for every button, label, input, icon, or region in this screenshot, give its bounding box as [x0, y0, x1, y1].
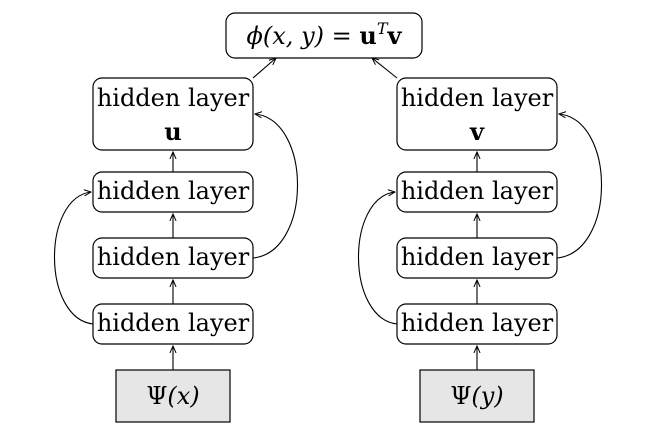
left-top-layer-label: hidden layer: [97, 84, 250, 112]
right-hidden-layer-1-label: hidden layer: [401, 309, 554, 337]
equals-sign: =: [324, 22, 359, 50]
output-node-box: [225, 12, 423, 59]
left-hidden-layer-2-label: hidden layer: [97, 243, 250, 271]
left-hidden-layer-3-label: hidden layer: [97, 177, 250, 205]
left-input-box: [115, 369, 231, 423]
left-tower: hidden layer u hidden layer hidden layer…: [54, 58, 299, 423]
right-input-node: Ψ(y): [419, 369, 535, 423]
left-skip-connection-l2-to-top: [252, 114, 299, 259]
psi-symbol: Ψ: [450, 382, 471, 410]
right-input-box: [419, 369, 535, 423]
left-hidden-layer: hidden layer: [92, 171, 254, 213]
left-top-layer: hidden layer u: [92, 77, 254, 151]
right-hidden-layer: hidden layer: [396, 303, 558, 345]
left-hidden-layer-1-label: hidden layer: [97, 309, 250, 337]
right-edge-top-to-output: [372, 58, 398, 79]
output-formula: ϕ(x, y) = uTv: [247, 19, 403, 50]
left-input-arg: (x): [167, 382, 199, 410]
left-input-node: Ψ(x): [115, 369, 231, 423]
right-skip-connection-l1-to-l3: [358, 192, 398, 325]
vector-v: v: [386, 21, 402, 50]
right-hidden-layer-3-label: hidden layer: [401, 177, 554, 205]
right-hidden-layer-2-label: hidden layer: [401, 243, 554, 271]
transpose-superscript: T: [377, 19, 389, 38]
phi-arguments: (x, y): [263, 22, 324, 50]
left-top-layer-vector: u: [164, 117, 181, 146]
right-hidden-layer: hidden layer: [396, 237, 558, 279]
output-node: ϕ(x, y) = uTv: [225, 12, 423, 59]
vector-u: u: [359, 21, 376, 50]
right-input-label: Ψ(y): [450, 382, 503, 410]
right-skip-connection-l2-to-top: [556, 114, 603, 259]
left-edge-top-to-output: [252, 58, 276, 79]
phi-symbol: ϕ: [247, 22, 263, 50]
right-input-arg: (y): [471, 382, 503, 410]
right-hidden-layer: hidden layer: [396, 171, 558, 213]
right-top-layer-vector: v: [469, 117, 485, 146]
left-input-label: Ψ(x): [146, 382, 199, 410]
right-tower: hidden layer v hidden layer hidden layer…: [358, 58, 603, 423]
left-hidden-layer: hidden layer: [92, 303, 254, 345]
right-top-layer: hidden layer v: [396, 77, 558, 151]
right-top-layer-box: [396, 77, 558, 151]
left-skip-connection-l1-to-l3: [54, 192, 94, 325]
left-top-layer-box: [92, 77, 254, 151]
left-hidden-layer: hidden layer: [92, 237, 254, 279]
right-top-layer-label: hidden layer: [401, 84, 554, 112]
psi-symbol: Ψ: [146, 382, 167, 410]
